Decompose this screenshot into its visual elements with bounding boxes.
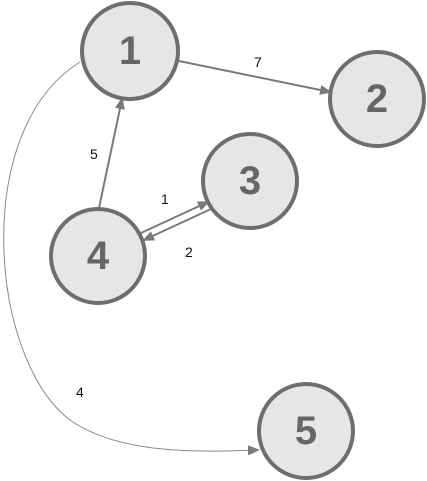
node-3[interactable]: 3 bbox=[201, 132, 299, 230]
edge-4-to-1 bbox=[98, 97, 125, 209]
edge-3-to-4 bbox=[142, 208, 212, 241]
node-1-circle bbox=[80, 1, 180, 101]
edge-label-1-to-2: 7 bbox=[254, 54, 262, 70]
edge-labels-layer: 7 5 1 2 4 bbox=[76, 54, 262, 400]
edge-label-1-to-5: 4 bbox=[76, 384, 84, 400]
node-5-circle bbox=[257, 382, 355, 480]
node-4[interactable]: 4 bbox=[49, 207, 147, 305]
node-2[interactable]: 2 bbox=[328, 50, 426, 148]
edge-1-to-2 bbox=[178, 60, 332, 95]
node-5-label: 5 bbox=[295, 409, 317, 453]
node-3-circle bbox=[201, 132, 299, 230]
edge-1-to-5 bbox=[3, 61, 260, 456]
node-1[interactable]: 1 bbox=[80, 1, 180, 101]
edges-layer bbox=[3, 60, 332, 456]
edge-label-3-to-4: 2 bbox=[185, 244, 193, 260]
node-2-circle bbox=[328, 50, 426, 148]
edge-label-4-to-1: 5 bbox=[90, 146, 98, 162]
edge-4-to-3 bbox=[140, 201, 210, 234]
node-2-label: 2 bbox=[366, 77, 388, 121]
node-3-label: 3 bbox=[239, 159, 261, 203]
nodes-layer: 1 2 3 4 5 bbox=[49, 1, 426, 480]
node-1-label: 1 bbox=[119, 29, 141, 73]
node-4-label: 4 bbox=[87, 234, 110, 278]
node-4-circle bbox=[49, 207, 147, 305]
node-5[interactable]: 5 bbox=[257, 382, 355, 480]
edge-label-4-to-3: 1 bbox=[161, 191, 169, 207]
